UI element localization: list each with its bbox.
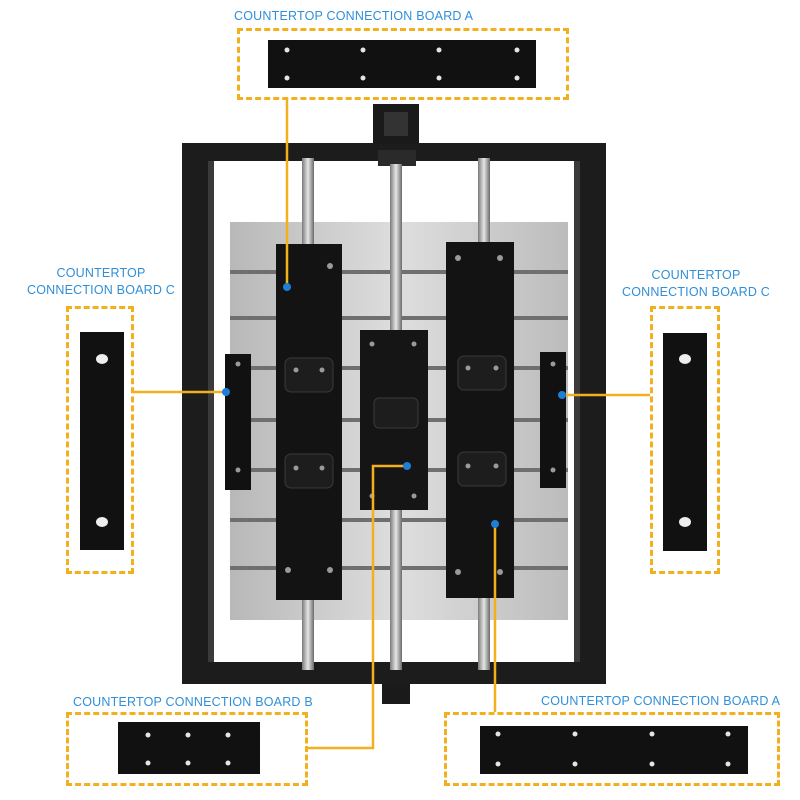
label-board-a-bottom: COUNTERTOP CONNECTION BOARD A [541,694,781,708]
label-board-c-right-line1: COUNTERTOP [651,268,741,282]
side-plate-right [540,352,566,488]
carriage-board-right [446,242,514,598]
board-b-part [118,722,260,774]
label-board-c-left-line1: COUNTERTOP [56,266,146,280]
label-board-b: COUNTERTOP CONNECTION BOARD B [73,695,313,709]
label-board-c-left: COUNTERTOP CONNECTION BOARD C [18,265,184,299]
marker-dots [222,283,566,528]
bottom-bearing [382,684,410,704]
board-a-top-part [268,40,536,88]
label-board-c-right: COUNTERTOP CONNECTION BOARD C [612,267,780,301]
board-a-bottom-callout-box [444,712,780,786]
board-c-right-callout-box [650,306,720,574]
label-board-a-top: COUNTERTOP CONNECTION BOARD A [234,9,474,23]
board-c-left-part [80,332,124,550]
board-c-right-part [663,333,707,551]
board-b-callout-box [66,712,308,786]
board-a-top-callout-box [237,28,569,100]
label-board-c-right-line2: CONNECTION BOARD C [621,285,771,299]
stepper-motor [373,104,419,166]
label-board-c-left-line2: CONNECTION BOARD C [26,283,176,297]
leader-lines [133,100,650,750]
linear-bearings [284,355,507,489]
board-c-left-callout-box [66,306,134,574]
board-a-bottom-part [480,726,748,774]
side-plate-left [225,354,251,490]
carriage-board-left [276,244,342,600]
